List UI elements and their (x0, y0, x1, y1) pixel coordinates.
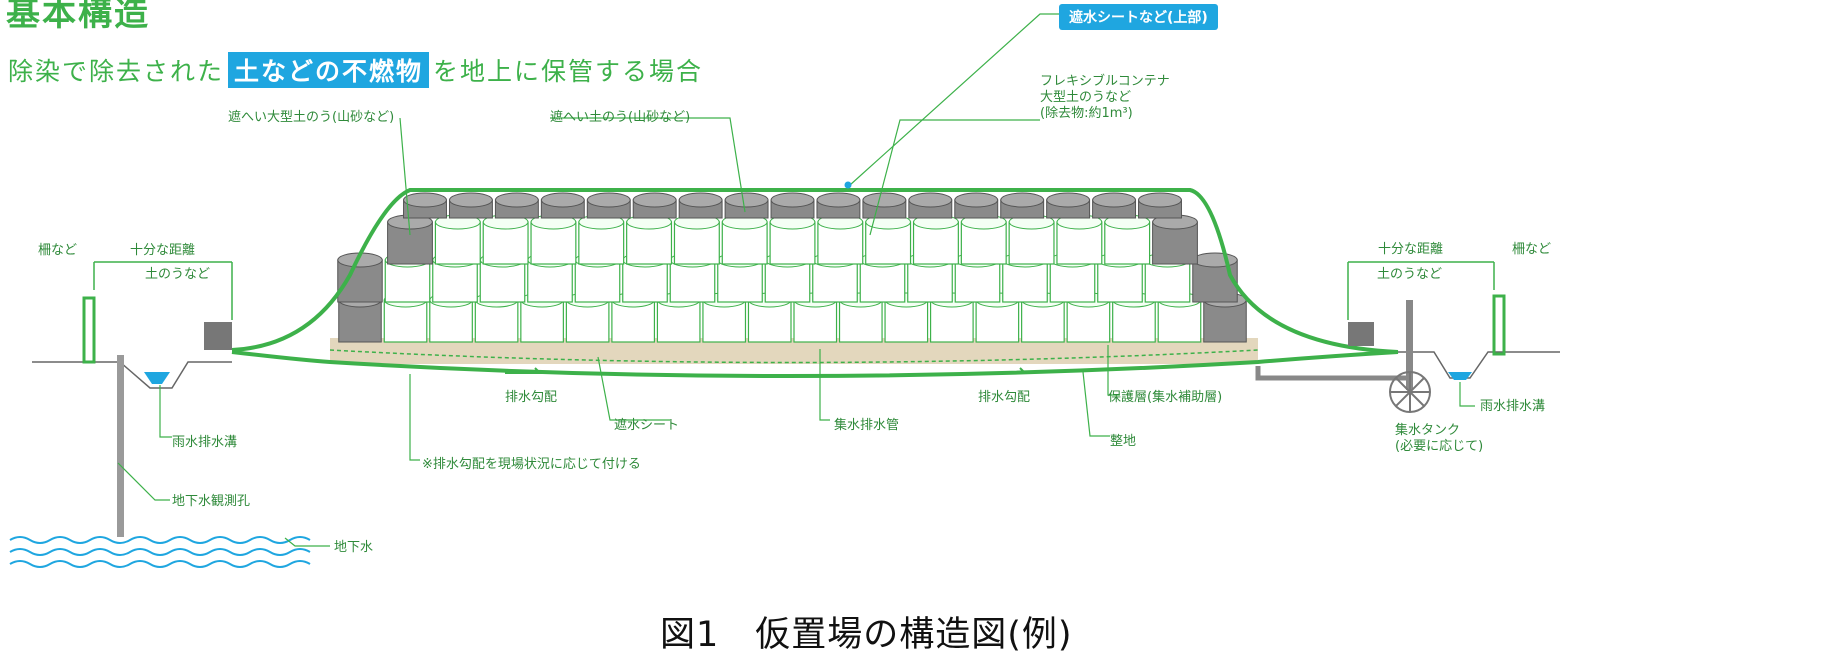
collect-pipe (329, 349, 1259, 364)
figure-caption: 図1 仮置場の構造図(例) (660, 615, 1073, 655)
ditch-water-right (1448, 372, 1472, 380)
subtitle-post: を地上に保管する場合 (433, 57, 704, 86)
ground-left (32, 361, 232, 389)
drain-arrow-left (505, 367, 543, 374)
shield-sandbag (387, 214, 433, 265)
groundwater-waves (9, 536, 311, 568)
label-distance-right: 十分な距離 (1378, 242, 1444, 257)
observation-well (117, 355, 124, 537)
diagram-title: 基本構造 (6, 0, 150, 34)
flexible-container (530, 214, 577, 265)
label-rain-ditch-right: 雨水排水溝 (1480, 399, 1546, 414)
shield-sandbag (1092, 192, 1137, 219)
flexible-container (1056, 214, 1103, 265)
label-note: ※排水勾配を現場状況に応じて付ける (422, 457, 641, 472)
subtitle-pre: 除染で除去された (8, 57, 225, 86)
subtitle-highlight: 土などの不燃物 (228, 52, 430, 88)
label-leveled-ground: 整地 (1110, 434, 1137, 449)
shield-sandbag (908, 192, 953, 219)
label-well: 地下水観測孔 (172, 494, 251, 509)
flexible-container (912, 214, 959, 265)
label-rain-ditch-left: 雨水排水溝 (172, 435, 238, 450)
flexible-container (721, 214, 768, 265)
diagram-subtitle: 除染で除去された土などの不燃物を地上に保管する場合 (8, 52, 703, 88)
shield-sandbag (494, 192, 539, 219)
flexible-container (626, 214, 673, 265)
shield-sandbag (586, 192, 631, 219)
drain-pipe (1255, 366, 1413, 385)
flexible-container (960, 214, 1007, 265)
label-sandbag-left: 土のうなど (145, 267, 211, 282)
shield-sandbag (724, 192, 769, 219)
label-waterproof-sheet-top: 遮水シートなど(上部) (1059, 4, 1218, 30)
shield-sandbag (403, 192, 447, 219)
label-tank: 集水タンク (必要に応じて) (1395, 423, 1484, 454)
dot-sheet-top (844, 181, 852, 189)
shield-sandbag (1152, 214, 1198, 265)
shield-sandbag (770, 192, 815, 219)
label-sandbag-right: 土のうなど (1377, 267, 1443, 282)
label-drain-slope-right: 排水勾配 (978, 390, 1031, 405)
waterproof-sheet-bottom (231, 350, 1399, 378)
ground-right (1398, 351, 1560, 379)
flexible-container (482, 214, 529, 265)
label-fence-right: 柵など (1512, 242, 1552, 257)
label-distance-left: 十分な距離 (130, 243, 196, 258)
shield-sandbag (816, 192, 861, 219)
label-waterproof-sheet: 遮水シート (614, 418, 680, 433)
tank-pipe (1406, 300, 1413, 390)
drain-arrow-right (990, 367, 1028, 374)
fence-right (1492, 294, 1506, 356)
flexible-container (769, 214, 816, 265)
label-collect-pipe: 集水排水管 (834, 418, 900, 433)
shield-sandbag (678, 192, 723, 219)
label-large-sandbag: 遮へい大型土のう(山砂など) (228, 110, 395, 125)
shield-sandbag (337, 252, 383, 303)
leader-lines (117, 13, 1475, 547)
shield-sandbag (448, 192, 493, 219)
shield-sandbag (1046, 192, 1091, 219)
flexible-container (1104, 214, 1151, 265)
container-stack (337, 192, 1247, 343)
tank-wheel (1389, 371, 1431, 413)
fence-left (82, 296, 96, 364)
ditch-water-left (144, 372, 170, 384)
label-protective-layer: 保護層(集水補助層) (1108, 390, 1223, 405)
flexible-container (817, 214, 864, 265)
flexible-container (578, 214, 625, 265)
shield-sandbag (1138, 192, 1182, 219)
shield-sandbag (632, 192, 677, 219)
label-groundwater: 地下水 (334, 540, 374, 555)
flexible-container (434, 214, 481, 265)
shield-sandbag (1000, 192, 1045, 219)
flexible-container (673, 214, 720, 265)
sandbag-left (204, 322, 232, 350)
label-fence-left: 柵など (38, 243, 78, 258)
shield-sandbag (862, 192, 907, 219)
distance-brackets (93, 261, 1495, 320)
label-flexible-container: フレキシブルコンテナ 大型土のうなど (除去物:約1m³) (1040, 74, 1170, 121)
shield-sandbag (540, 192, 585, 219)
flexible-container (865, 214, 912, 265)
flexible-container (1008, 214, 1055, 265)
shield-sandbag (954, 192, 999, 219)
waterproof-sheet-top (231, 188, 1399, 354)
label-drain-slope-left: 排水勾配 (505, 390, 558, 405)
label-sandbag: 遮へい土のう(山砂など) (550, 110, 691, 125)
sandbag-right (1348, 322, 1374, 346)
